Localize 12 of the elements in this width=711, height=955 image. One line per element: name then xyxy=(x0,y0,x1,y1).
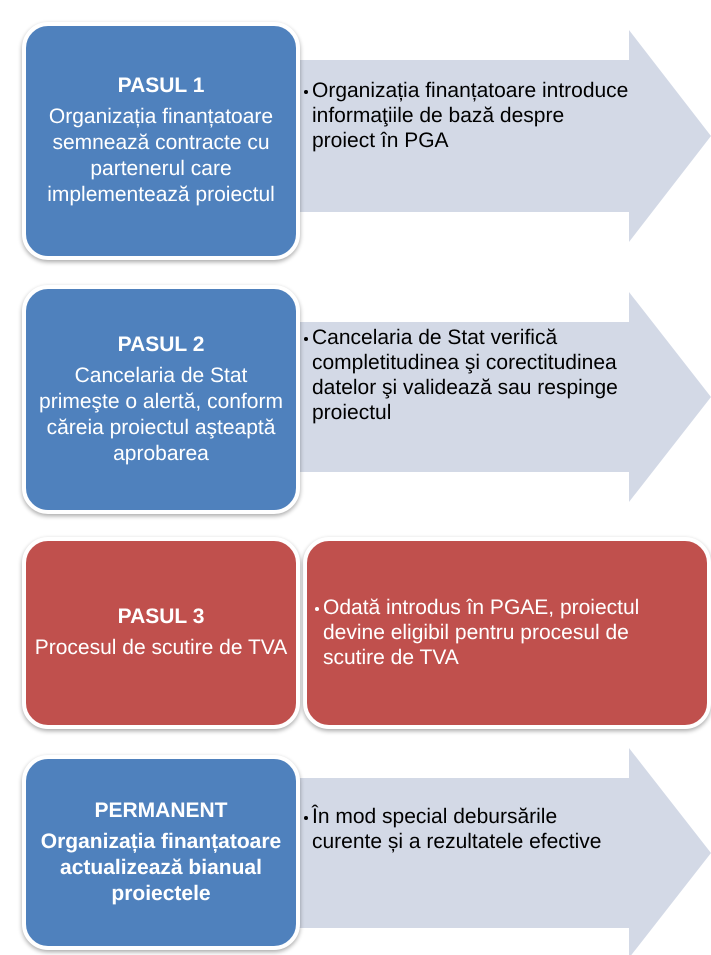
step-heading: PASUL 2 xyxy=(118,332,204,356)
step-description: Cancelaria de Stat primeşte o alertă, conform căreia proiectul aşteaptă aprobarea xyxy=(38,362,284,466)
step-heading: PASUL 1 xyxy=(118,74,204,98)
step-detail: În mod special debursările curente și a rezultatele efective xyxy=(312,804,602,854)
step-description: Organizația finanțatoare semnează contracte cu partenerul care implementează proiectul xyxy=(46,104,276,208)
step-detail: Organizația finanțatoare introduce informaţiile de bază despre proiect în PGA xyxy=(312,78,630,153)
step-heading: PASUL 3 xyxy=(118,605,204,629)
step-description: Organizația finanțatoare actualizează bianual proiectele xyxy=(40,828,282,906)
step-heading: PERMANENT xyxy=(94,798,228,822)
step-detail: Cancelaria de Stat verifică completitudinea şi corectitudinea datelor şi validează sau respinge proiectul xyxy=(312,325,619,425)
step-detail: Odată introdus în PGAE, proiectul devine eligibil pentru procesul de scutire de TVA xyxy=(323,595,640,670)
step-description: Procesul de scutire de TVA xyxy=(34,635,288,661)
